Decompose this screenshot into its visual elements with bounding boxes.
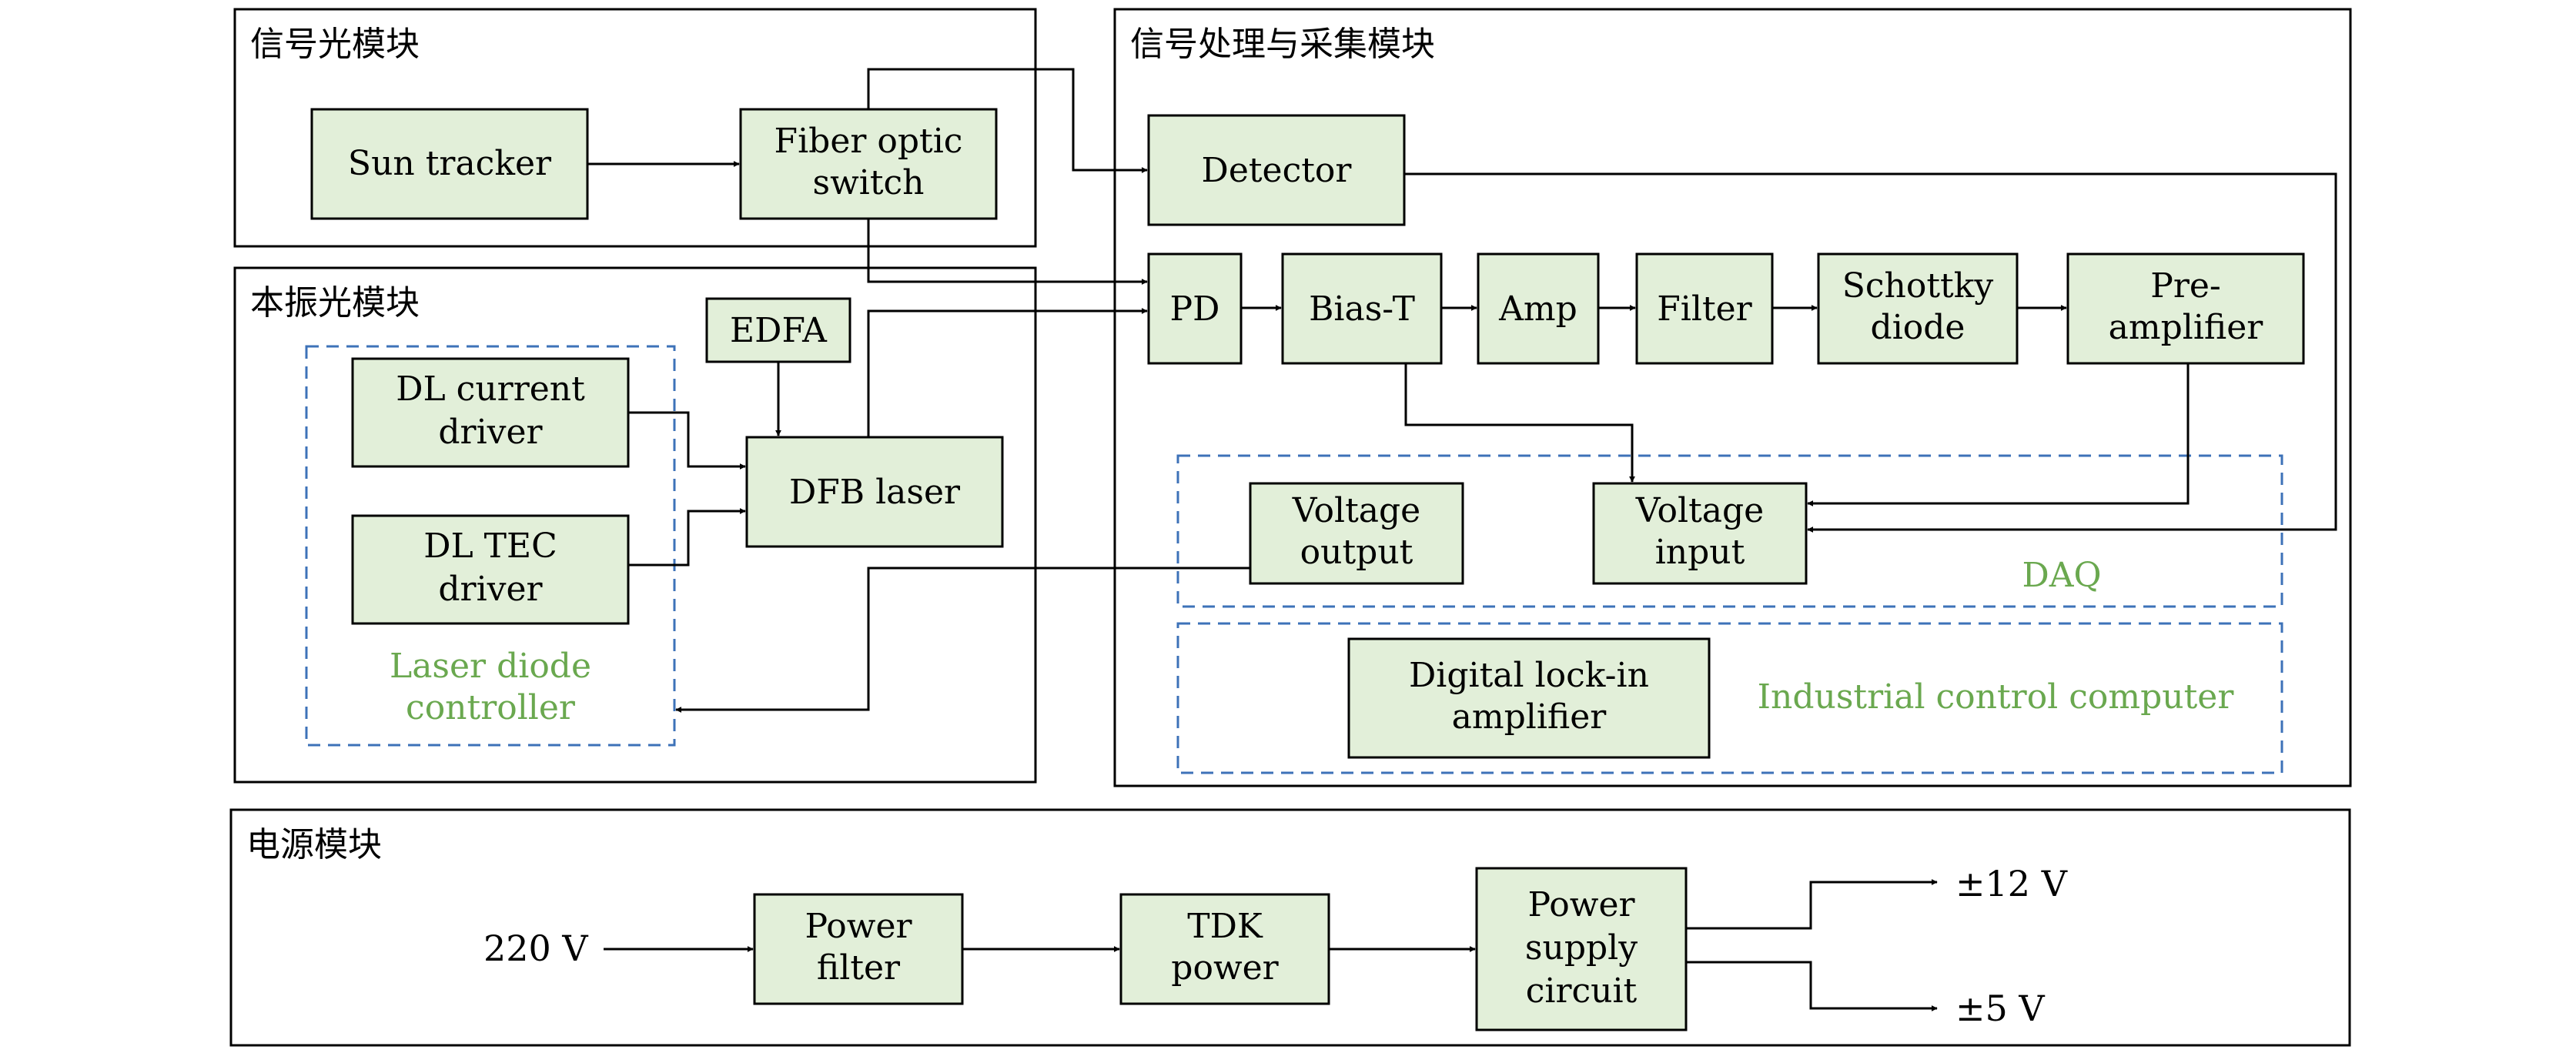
schottky-diode-label-2: diode <box>1871 308 1965 347</box>
pre-amplifier-block: Pre- amplifier <box>2066 252 2305 365</box>
arrow-voltage-output-to-controller <box>675 567 1250 713</box>
arrow-switch-to-detector <box>867 68 1148 173</box>
power-module-frame <box>229 808 2351 1047</box>
arrow-supply-to-12v <box>1686 879 1938 930</box>
module-title-local-oscillator: 本振光模块 <box>250 283 420 323</box>
dl-tec-driver-label-1: DL TEC <box>423 526 557 566</box>
tdk-power-label-1: TDK <box>1187 907 1263 946</box>
arrow-supply-to-5v <box>1686 961 1938 1011</box>
schottky-diode-block: Schottky diode <box>1817 252 2019 365</box>
daq-label: DAQ <box>2022 556 2101 595</box>
bias-t-block: Bias-T <box>1281 252 1443 365</box>
dl-tec-driver-block: DL TEC driver <box>351 514 630 625</box>
fiber-optic-switch-label-1: Fiber optic <box>774 122 963 161</box>
dfb-laser-block: DFB laser <box>745 436 1004 548</box>
voltage-output-label-1: Voltage <box>1292 491 1420 530</box>
voltage-output-label-2: output <box>1300 533 1413 572</box>
industrial-control-computer-label: Industrial control computer <box>1758 677 2235 717</box>
sun-tracker-block: Sun tracker <box>310 108 589 220</box>
arrow-dfb-to-pd <box>867 308 1148 437</box>
amp-label: Amp <box>1498 289 1577 329</box>
arrow-tec-driver-to-dfb <box>628 508 746 567</box>
filter-label: Filter <box>1657 289 1752 329</box>
pre-amplifier-label-2: amplifier <box>2109 308 2264 347</box>
pre-amplifier-label-1: Pre- <box>2150 266 2221 306</box>
voltage-input-label-2: input <box>1655 533 1745 572</box>
arrow-switch-to-pd <box>867 219 1148 285</box>
power-supply-label-2: supply <box>1525 928 1638 968</box>
power-input-label: 220 V <box>483 928 588 969</box>
power-filter-label-1: Power <box>805 907 912 946</box>
pd-block: PD <box>1147 252 1243 365</box>
daq-group <box>1176 454 2283 608</box>
tdk-power-block: TDK power <box>1119 893 1330 1005</box>
schottky-diode-label-1: Schottky <box>1842 266 1994 306</box>
dl-current-driver-label-1: DL current <box>396 369 585 409</box>
voltage-output-block: Voltage output <box>1249 482 1464 585</box>
sun-tracker-label: Sun tracker <box>348 144 552 183</box>
laser-diode-controller-label-line2: controller <box>406 688 576 727</box>
amp-block: Amp <box>1477 252 1600 365</box>
module-title-signal-processing: 信号处理与采集模块 <box>1130 25 1435 64</box>
arrow-current-driver-to-dfb <box>628 411 746 470</box>
signal-processing-module-frame <box>1113 8 2352 787</box>
power-supply-label-3: circuit <box>1526 971 1638 1011</box>
industrial-control-computer-group <box>1176 622 2283 774</box>
fiber-optic-switch-block: Fiber optic switch <box>739 108 998 220</box>
digital-lock-in-label-1: Digital lock-in <box>1409 656 1649 695</box>
detector-label: Detector <box>1202 151 1353 190</box>
power-filter-block: Power filter <box>753 893 964 1005</box>
power-supply-circuit-block: Power supply circuit <box>1475 867 1688 1031</box>
power-filter-label-2: filter <box>817 948 901 988</box>
digital-lock-in-label-2: amplifier <box>1452 697 1607 737</box>
filter-block: Filter <box>1635 252 1774 365</box>
power-supply-label-1: Power <box>1527 885 1635 924</box>
voltage-input-label-1: Voltage <box>1635 491 1764 530</box>
module-title-power: 电源模块 <box>246 825 382 864</box>
power-output-5v-label: ±5 V <box>1955 988 2045 1029</box>
power-output-12v-label: ±12 V <box>1955 863 2068 904</box>
dfb-laser-label: DFB laser <box>789 473 961 512</box>
fiber-optic-switch-label-2: switch <box>813 163 925 202</box>
pd-label: PD <box>1170 289 1220 329</box>
local-oscillator-module-frame <box>233 266 1037 784</box>
digital-lock-in-amplifier-block: Digital lock-in amplifier <box>1347 637 1711 759</box>
signal-light-module-frame <box>233 8 1037 248</box>
detector-block: Detector <box>1147 114 1406 226</box>
arrow-detector-to-voltage-input <box>1404 172 2337 533</box>
voltage-input-block: Voltage input <box>1592 482 1808 585</box>
bias-t-label: Bias-T <box>1309 289 1415 329</box>
dl-current-driver-block: DL current driver <box>351 357 630 468</box>
tdk-power-label-2: power <box>1171 948 1279 988</box>
connections <box>587 68 2337 1011</box>
laser-diode-controller-group <box>305 345 676 747</box>
module-title-signal-light: 信号光模块 <box>250 25 420 64</box>
arrow-preamp-to-voltage-input <box>1807 363 2190 506</box>
edfa-label: EDFA <box>730 311 828 350</box>
dl-tec-driver-label-2: driver <box>438 570 543 609</box>
dl-current-driver-label-2: driver <box>438 413 543 452</box>
edfa-block: EDFA <box>705 297 851 363</box>
arrow-bias-t-to-voltage-input <box>1404 363 1635 483</box>
laser-diode-controller-label-line1: Laser diode <box>390 647 591 686</box>
